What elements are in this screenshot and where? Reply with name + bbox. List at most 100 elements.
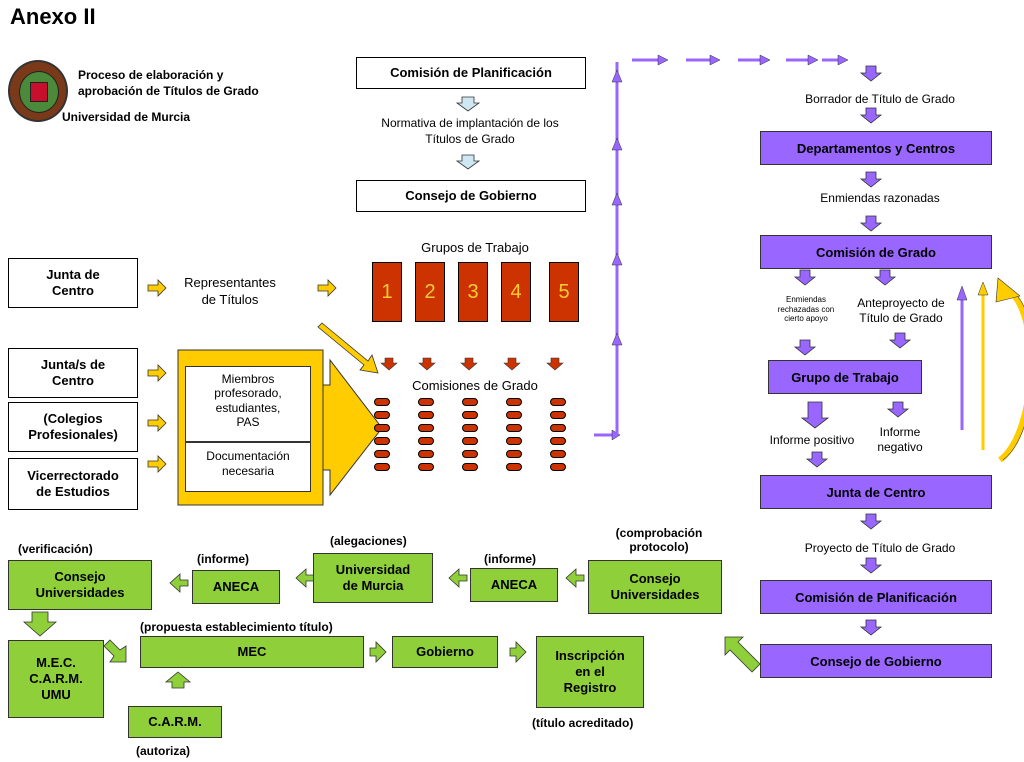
informe-positivo-text: Informe positivo xyxy=(769,433,855,447)
comision-grado-box: Comisión de Grado xyxy=(760,235,992,269)
pill xyxy=(550,398,566,406)
informe-negativo-line2: negativo xyxy=(877,440,923,454)
pill xyxy=(506,437,522,445)
proyecto-text: Proyecto de Título de Grado xyxy=(804,541,956,555)
purple-connector-path xyxy=(594,54,849,441)
enmiendas-rechazadas-text: Enmiendas rechazadas con cierto apoyo xyxy=(766,295,846,324)
miembros-box: Miembros profesorado, estudiantes, PAS xyxy=(185,366,311,442)
inscripcion-box: Inscripción en el Registro xyxy=(536,636,644,708)
consejo-univ-right-line1: Consejo xyxy=(629,570,681,586)
pill xyxy=(374,411,390,419)
colegios-line1: (Colegios xyxy=(43,410,103,426)
aneca-right-box: ANECA xyxy=(470,568,558,602)
pill xyxy=(550,437,566,445)
documentacion-box: Documentación necesaria xyxy=(185,442,311,492)
comprobacion-label: (comprobación protocolo) xyxy=(600,526,718,555)
titulo-acreditado-label: (título acreditado) xyxy=(532,716,634,730)
juntas-centro-box: Junta/s de Centro xyxy=(8,348,138,398)
grupo-1: 1 xyxy=(372,262,402,322)
colegios-line2: Profesionales) xyxy=(28,427,118,442)
grupo-4: 4 xyxy=(501,262,531,322)
representantes-text-2: de Títulos xyxy=(201,292,259,307)
mec-carm-line1: M.E.C. xyxy=(36,654,76,670)
university-seal-icon xyxy=(8,60,68,122)
grupo-5: 5 xyxy=(549,262,579,322)
carm-box: C.A.R.M. xyxy=(128,706,222,738)
consejo-universidades-right: Consejo Universidades xyxy=(588,560,722,614)
informe-right-label: (informe) xyxy=(484,552,536,566)
pill xyxy=(506,463,522,471)
enm-rech-line2: rechazadas con xyxy=(777,304,835,314)
pill xyxy=(374,424,390,432)
vicerrectorado-line1: Vicerrectorado xyxy=(27,467,119,483)
mec-carm-line3: UMU xyxy=(41,687,71,703)
gobierno-box: Gobierno xyxy=(392,636,498,668)
borrador-text: Borrador de Título de Grado xyxy=(805,92,955,106)
pill xyxy=(462,450,478,458)
grupo-trabajo-box: Grupo de Trabajo xyxy=(768,360,922,394)
pill xyxy=(374,450,390,458)
vicerrectorado-box: Vicerrectorado de Estudios xyxy=(8,458,138,510)
consejo-gobierno-top: Consejo de Gobierno xyxy=(356,180,586,212)
consejo-univ-left-line2: Universidades xyxy=(35,585,125,600)
informe-left-label: (informe) xyxy=(197,552,249,566)
documentacion-line1: Documentación xyxy=(206,449,290,463)
pill xyxy=(462,437,478,445)
enmiendas-text: Enmiendas razonadas xyxy=(820,191,940,205)
mec-carm-line2: C.A.R.M. xyxy=(29,670,83,686)
inscripcion-line2: en el xyxy=(575,663,605,679)
junta-centro-right-box: Junta de Centro xyxy=(760,475,992,509)
documentacion-line2: necesaria xyxy=(221,464,275,478)
miembros-line3: estudiantes, xyxy=(215,400,281,415)
anteproyecto-text: Anteproyecto de Título de Grado xyxy=(842,296,960,326)
red-down-arrows xyxy=(380,357,564,371)
miembros-line1: Miembros xyxy=(221,372,275,386)
junta-centro-box: Junta de Centro xyxy=(8,258,138,308)
mec-carm-umu-box: M.E.C. C.A.R.M. UMU xyxy=(8,640,104,718)
header-subtitle-2: aprobación de Títulos de Grado xyxy=(78,84,259,98)
miembros-line2: profesorado, xyxy=(214,386,282,401)
juntas-centro-line1: Junta/s de xyxy=(40,356,106,372)
enm-rech-line3: cierto apoyo xyxy=(784,314,828,324)
vicerrectorado-line2: de Estudios xyxy=(36,484,110,499)
mec-box: MEC xyxy=(140,636,364,668)
green-arrows xyxy=(22,568,761,689)
feedback-lines xyxy=(956,277,1024,463)
pill xyxy=(506,411,522,419)
pill xyxy=(506,424,522,432)
center-down-arrows xyxy=(455,96,481,170)
alegaciones-label: (alegaciones) xyxy=(330,534,407,548)
comprobacion-line1: (comprobación xyxy=(615,526,703,540)
pill xyxy=(550,450,566,458)
comisiones-grado-label: Comisiones de Grado xyxy=(412,378,538,393)
miembros-line4: PAS xyxy=(236,415,260,430)
anteproyecto-line2: Título de Grado xyxy=(859,311,943,325)
juntas-centro-line2: Centro xyxy=(52,373,94,388)
purple-down-arrows xyxy=(793,65,912,636)
normativa-text-2: Títulos de Grado xyxy=(425,132,515,146)
colegios-box: (Colegios Profesionales) xyxy=(8,402,138,452)
enm-rech-line1: Enmiendas xyxy=(785,295,827,304)
consejo-univ-right-line2: Universidades xyxy=(610,587,700,602)
pill xyxy=(418,437,434,445)
seal-center xyxy=(30,82,48,102)
grupo-2: 2 xyxy=(415,262,445,322)
pill xyxy=(506,450,522,458)
pill xyxy=(418,424,434,432)
aneca-left-box: ANECA xyxy=(192,570,280,604)
pill xyxy=(418,450,434,458)
verificacion-label: (verificación) xyxy=(18,542,93,556)
pill xyxy=(374,437,390,445)
pill xyxy=(462,463,478,471)
pill xyxy=(550,411,566,419)
pill xyxy=(550,463,566,471)
pill xyxy=(506,398,522,406)
grupos-title: Grupos de Trabajo xyxy=(421,240,529,255)
informe-negativo-line1: Informe xyxy=(879,425,921,439)
yellow-right-arrows xyxy=(147,279,379,473)
autoriza-label: (autoriza) xyxy=(136,744,190,758)
junta-centro-line2: Centro xyxy=(52,283,94,298)
header-university: Universidad de Murcia xyxy=(62,110,191,124)
pill xyxy=(462,411,478,419)
consejo-univ-left-line1: Consejo xyxy=(54,568,106,584)
